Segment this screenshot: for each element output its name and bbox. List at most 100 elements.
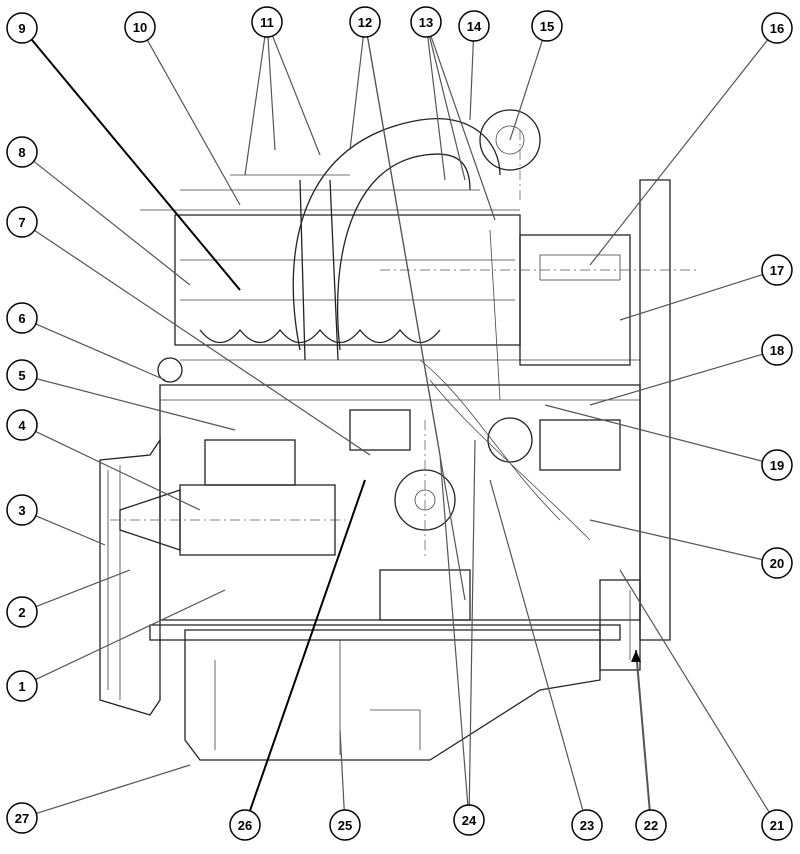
callout-circle	[6, 302, 38, 334]
leader-line-14	[469, 40, 474, 121]
callout-circle	[6, 802, 38, 834]
callout-number: 8	[18, 145, 25, 160]
callout-number: 4	[18, 418, 26, 433]
callout-number: 18	[770, 343, 784, 358]
callout-circle	[6, 670, 38, 702]
callout-circle	[6, 136, 38, 168]
leader-line-17	[619, 273, 763, 321]
leader-line-23	[489, 479, 584, 811]
callout-circle	[458, 10, 490, 42]
callout-number: 23	[580, 818, 594, 833]
callout-circle	[251, 6, 283, 38]
leader-line-11	[271, 35, 321, 156]
callout-21: 21	[761, 809, 793, 841]
callout-circle	[329, 809, 361, 841]
callout-circle	[124, 11, 156, 43]
callout-circle	[761, 254, 793, 286]
callout-circle	[635, 809, 667, 841]
leader-line-5	[36, 378, 236, 431]
leader-lines	[30, 35, 770, 815]
callout-circle	[6, 359, 38, 391]
leader-line-13	[427, 36, 446, 181]
leader-line-15	[509, 40, 543, 141]
leader-line-1	[35, 589, 226, 681]
callout-number: 25	[338, 818, 352, 833]
callout-circle	[6, 494, 38, 526]
callout-number: 7	[18, 215, 25, 230]
callout-13: 13	[410, 6, 442, 38]
callout-number: 14	[467, 19, 482, 34]
callout-26: 26	[229, 809, 261, 841]
callout-2: 2	[6, 596, 38, 628]
leader-line-13	[429, 36, 466, 181]
leader-line-24	[439, 454, 469, 806]
callout-number: 22	[644, 818, 658, 833]
callout-14: 14	[458, 10, 490, 42]
callout-number: 16	[770, 21, 784, 36]
leader-line-8	[33, 160, 191, 286]
callout-circle	[453, 804, 485, 836]
leader-line-4	[35, 430, 201, 511]
leader-line-22	[635, 649, 651, 811]
callout-number: 6	[18, 311, 25, 326]
leader-line-13	[430, 35, 496, 221]
callout-circle	[761, 334, 793, 366]
leader-line-10	[146, 39, 241, 206]
leader-line-18	[589, 353, 763, 406]
callout-number: 10	[133, 20, 147, 35]
callout-22: 22	[635, 809, 667, 841]
callout-6: 6	[6, 302, 38, 334]
callout-number: 1	[18, 679, 25, 694]
leader-line-24	[468, 439, 476, 806]
callout-circle	[761, 809, 793, 841]
leader-line-12	[349, 36, 364, 151]
callout-circle	[229, 809, 261, 841]
callout-15: 15	[531, 10, 563, 42]
callout-circle	[571, 809, 603, 841]
callout-circle	[349, 6, 381, 38]
callout-number: 2	[18, 605, 25, 620]
callout-9: 9	[6, 12, 38, 44]
callout-24: 24	[453, 804, 485, 836]
callout-4: 4	[6, 409, 38, 441]
leader-line-7	[34, 229, 371, 456]
leader-line-19	[544, 404, 763, 462]
leader-line-6	[35, 323, 166, 381]
leader-line-3	[35, 515, 106, 546]
callout-circle	[6, 206, 38, 238]
callout-18: 18	[761, 334, 793, 366]
callout-19: 19	[761, 449, 793, 481]
callout-number: 24	[462, 813, 477, 828]
callout-number: 11	[260, 15, 274, 30]
leader-line-2	[35, 569, 131, 608]
callout-number: 21	[770, 818, 784, 833]
callout-circle	[761, 449, 793, 481]
leader-line-12	[366, 36, 466, 601]
callout-number: 27	[15, 811, 29, 826]
leader-line-26	[248, 479, 366, 812]
callout-circle	[531, 10, 563, 42]
arrowhead-icon	[631, 650, 641, 662]
callout-circle	[761, 12, 793, 44]
leader-line-16	[589, 39, 769, 266]
callout-12: 12	[349, 6, 381, 38]
callout-number: 5	[18, 368, 25, 383]
callout-number: 3	[18, 503, 25, 518]
leader-line-20	[589, 519, 763, 561]
callout-5: 5	[6, 359, 38, 391]
leader-line-27	[36, 764, 191, 815]
leader-line-25	[339, 729, 345, 811]
callout-17: 17	[761, 254, 793, 286]
leader-line-11	[267, 36, 276, 151]
callout-circle	[6, 12, 38, 44]
callout-number: 19	[770, 458, 784, 473]
callout-8: 8	[6, 136, 38, 168]
callout-number: 9	[18, 21, 25, 36]
callout-number: 26	[238, 818, 252, 833]
callout-circle	[761, 547, 793, 579]
callout-10: 10	[124, 11, 156, 43]
callout-number: 12	[358, 15, 372, 30]
